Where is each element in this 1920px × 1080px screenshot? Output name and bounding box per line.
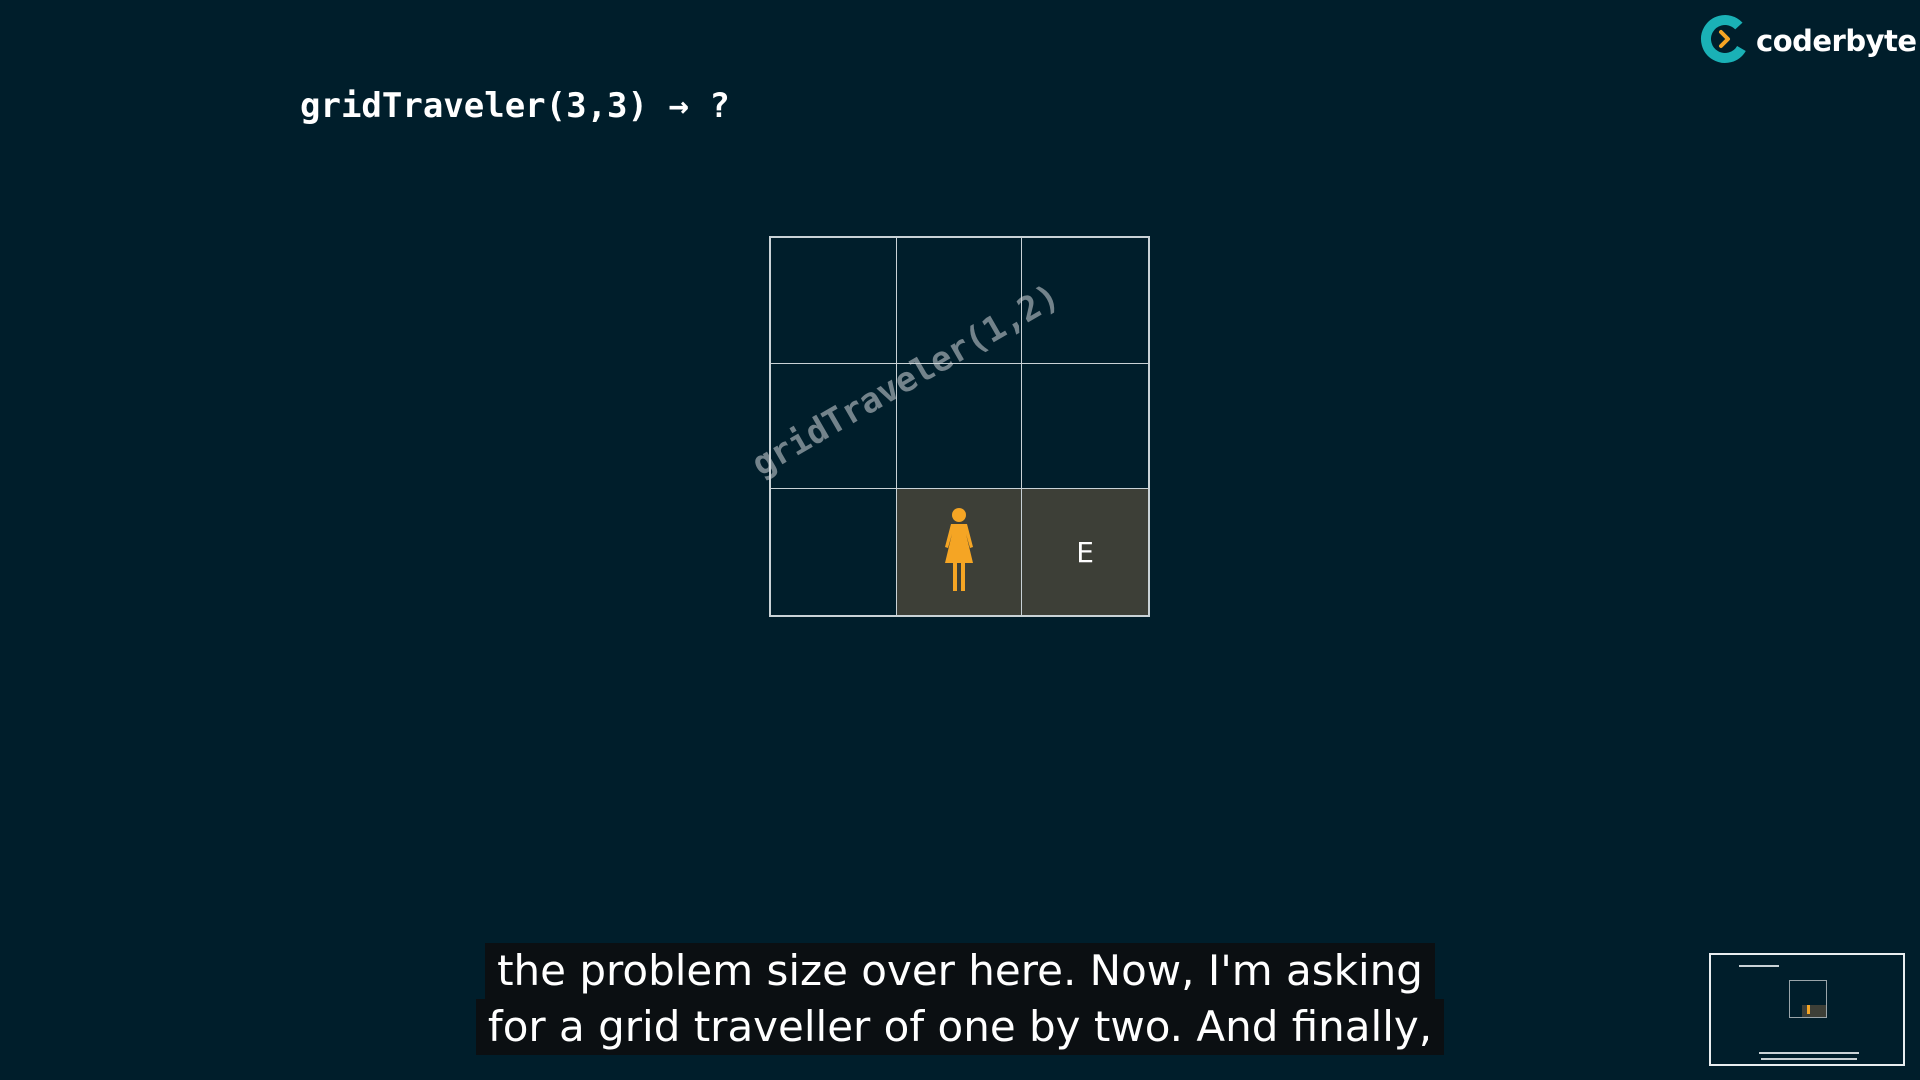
person-icon bbox=[939, 507, 979, 597]
thumbnail-active-cells bbox=[1802, 1005, 1826, 1017]
grid-cell-r2c2 bbox=[896, 363, 1023, 490]
end-label: E bbox=[1076, 535, 1094, 569]
subtitle-line-2: for a grid traveller of one by two. And … bbox=[475, 999, 1445, 1055]
grid-cell-r1c3 bbox=[1022, 238, 1148, 364]
subtitle-line-1: the problem size over here. Now, I'm ask… bbox=[485, 943, 1435, 999]
subtitles: the problem size over here. Now, I'm ask… bbox=[0, 943, 1920, 1055]
video-preview-thumbnail[interactable] bbox=[1709, 953, 1905, 1066]
grid-cell-r2c1 bbox=[771, 363, 897, 490]
grid-cell-r3c1 bbox=[771, 489, 897, 615]
grid-cell-r3c2 bbox=[896, 489, 1023, 615]
slide-title: gridTraveler(3,3) → ? bbox=[300, 86, 730, 126]
thumbnail-caption-mark bbox=[1759, 1052, 1859, 1054]
grid-cell-r1c1 bbox=[771, 238, 897, 364]
thumbnail-grid bbox=[1789, 980, 1827, 1018]
coderbyte-logo-text: coderbyte bbox=[1756, 24, 1917, 58]
thumbnail-title-mark bbox=[1739, 965, 1779, 967]
grid-cell-end: E bbox=[1022, 489, 1148, 615]
grid-board: E bbox=[769, 236, 1150, 617]
coderbyte-logo: coderbyte bbox=[1700, 14, 1917, 68]
grid-cell-r2c3 bbox=[1022, 364, 1148, 490]
grid-cell-r1c2 bbox=[896, 238, 1023, 364]
thumbnail-person-icon bbox=[1807, 1005, 1810, 1014]
coderbyte-logo-icon bbox=[1700, 14, 1750, 68]
thumbnail-caption-mark-2 bbox=[1761, 1058, 1857, 1060]
